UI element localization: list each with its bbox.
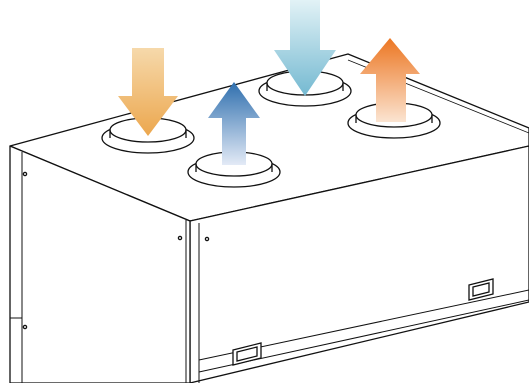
arrow-down-icon <box>274 0 336 96</box>
screw-dot <box>177 235 183 241</box>
unit-housing <box>9 53 529 383</box>
screw-dot <box>22 171 28 177</box>
arrow-up-icon <box>360 38 420 122</box>
handle-front <box>232 342 262 366</box>
port-front-left <box>187 151 281 188</box>
arrow-down-icon <box>118 48 178 136</box>
arrow-up-icon <box>208 82 260 165</box>
housing-left-panel <box>9 145 191 383</box>
screw-dot <box>204 236 210 242</box>
screw-dot <box>22 324 28 330</box>
handle-right <box>468 278 494 301</box>
